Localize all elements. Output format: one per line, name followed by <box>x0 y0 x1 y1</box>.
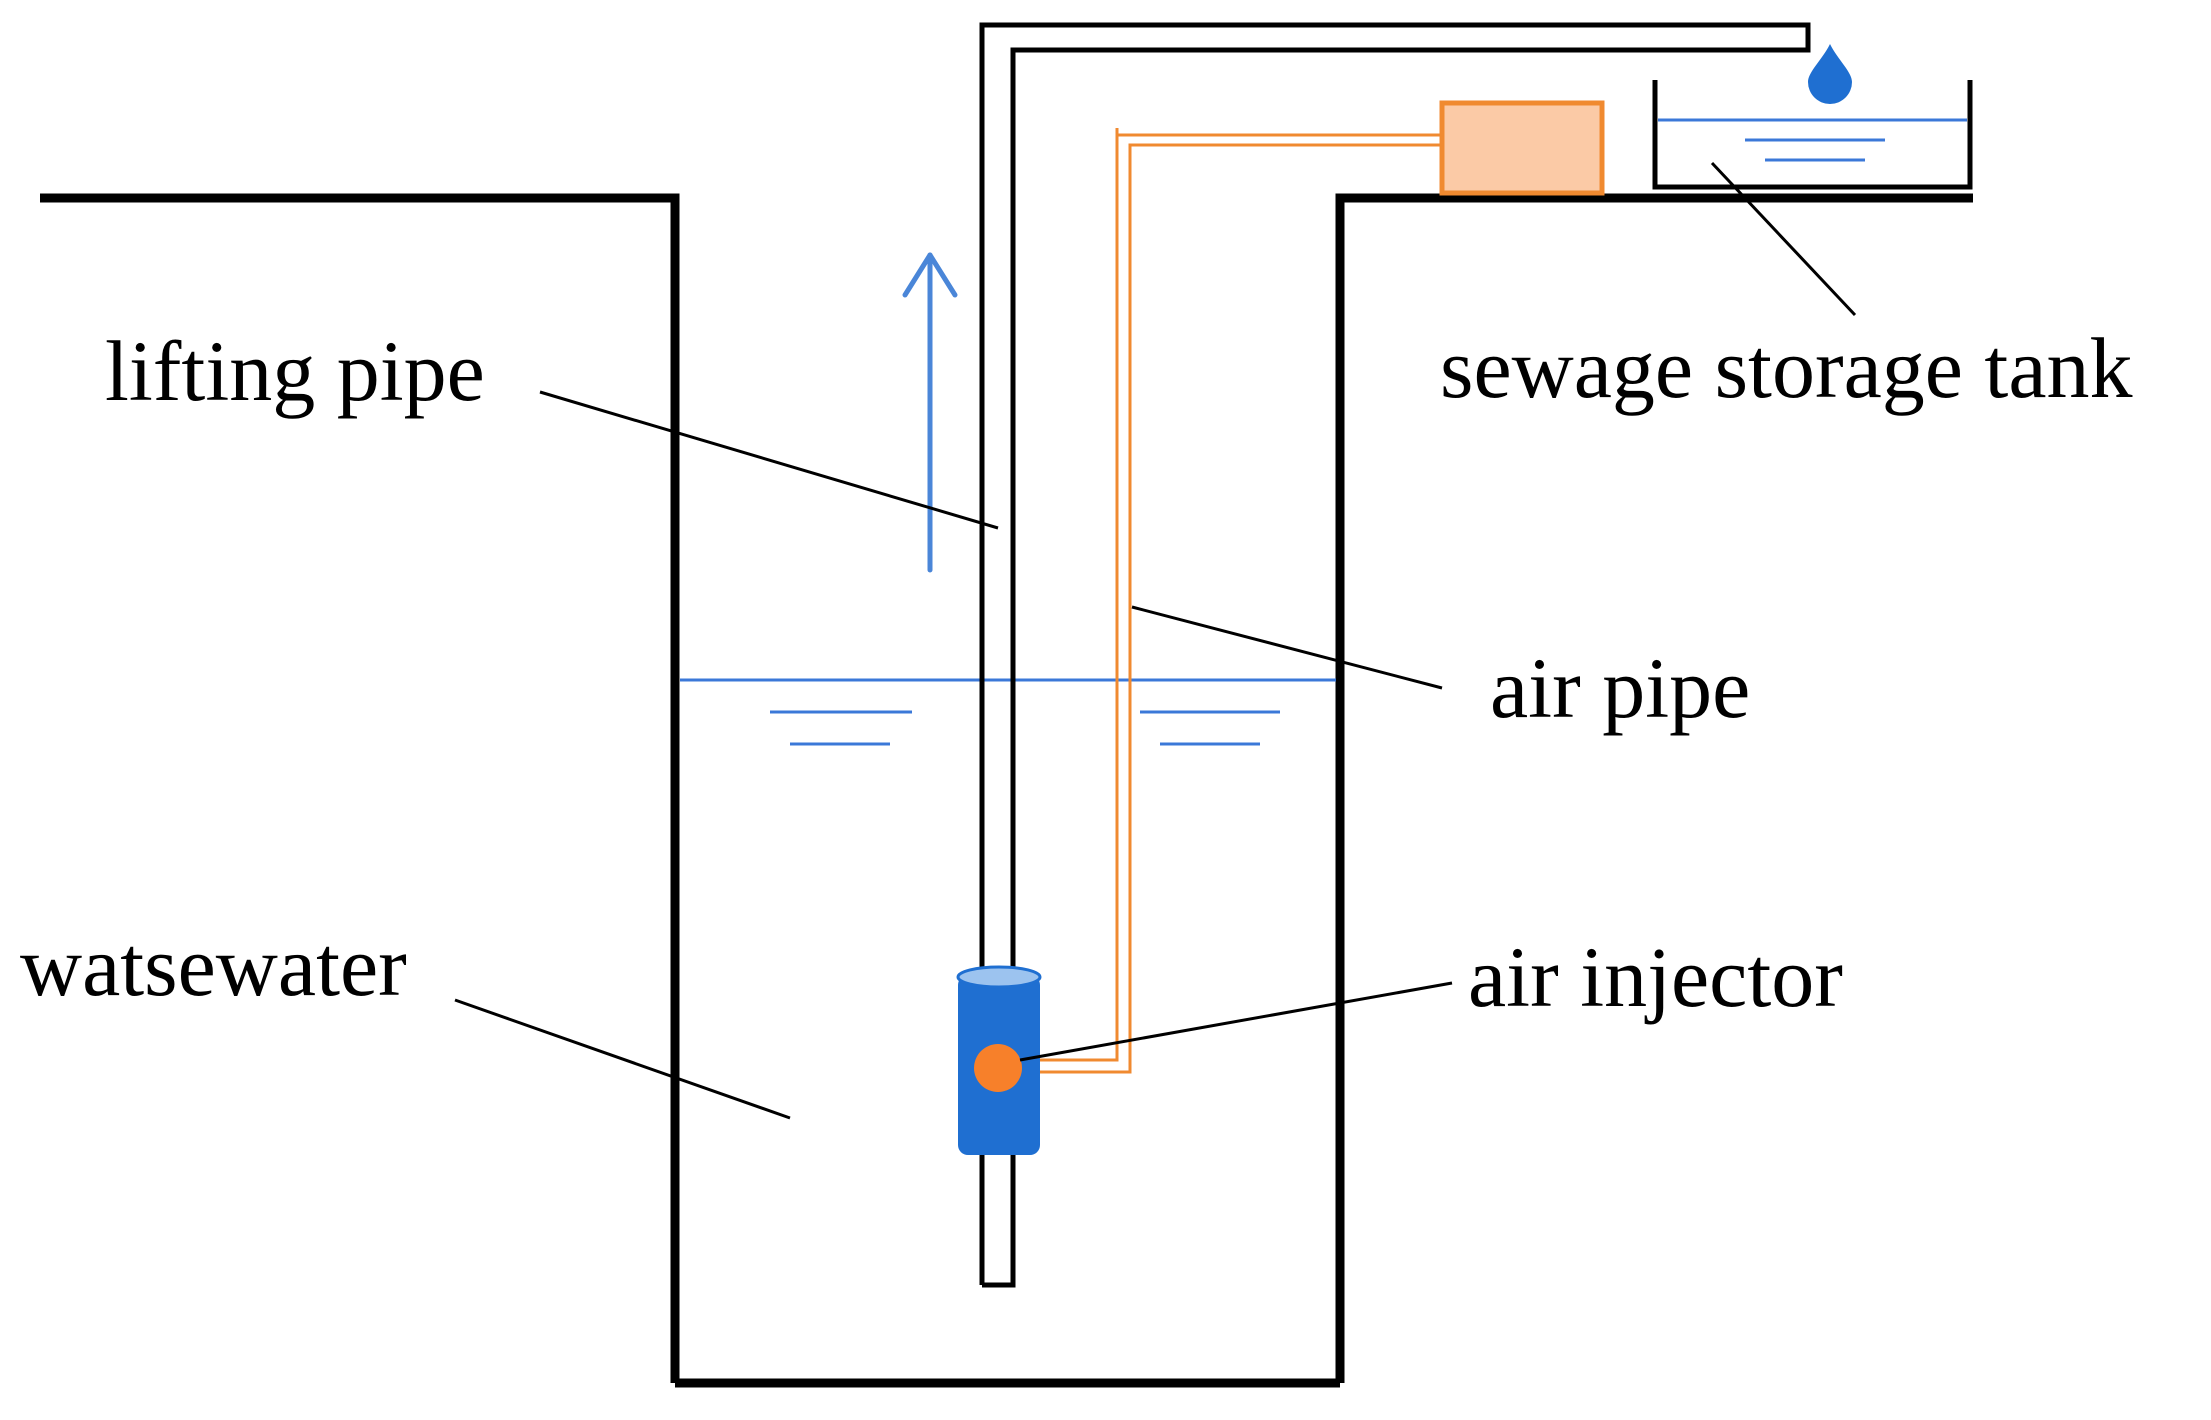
air-pipe-outer <box>1040 143 1440 1074</box>
lifting-pipe-outer <box>979 22 1811 1288</box>
label-air-injector: air injector <box>1468 929 1843 1025</box>
injector-port <box>974 1044 1022 1092</box>
water-surface <box>680 678 1336 746</box>
label-air-pipe: air pipe <box>1490 640 1750 736</box>
lifting-pipe <box>979 22 1811 1288</box>
well-walls <box>40 193 1973 1388</box>
label-wastewater: watsewater <box>20 918 407 1014</box>
sewage-storage-tank <box>1652 80 1973 190</box>
arrow-up-icon <box>902 252 958 573</box>
label-sewage-storage-tank: sewage storage tank <box>1440 320 2133 416</box>
air-pipe <box>1040 128 1440 1074</box>
leader-air-injector <box>1019 981 1453 1062</box>
leader-air-pipe <box>1131 605 1443 690</box>
air-pipe-inner <box>1040 133 1440 1062</box>
leader-lines <box>454 161 1857 1120</box>
tank-walls <box>1652 80 1973 190</box>
label-lifting-pipe: lifting pipe <box>105 323 485 419</box>
injector-top <box>956 965 1042 989</box>
ground-right <box>1335 193 1973 1383</box>
leader-wastewater <box>454 998 791 1120</box>
water-droplet-icon <box>1808 44 1852 104</box>
air-injector <box>956 965 1042 1155</box>
leader-sewage-tank <box>1710 161 1857 317</box>
leader-lifting-pipe <box>539 390 999 530</box>
air-compressor <box>1439 100 1605 196</box>
ground-left <box>40 193 680 1383</box>
